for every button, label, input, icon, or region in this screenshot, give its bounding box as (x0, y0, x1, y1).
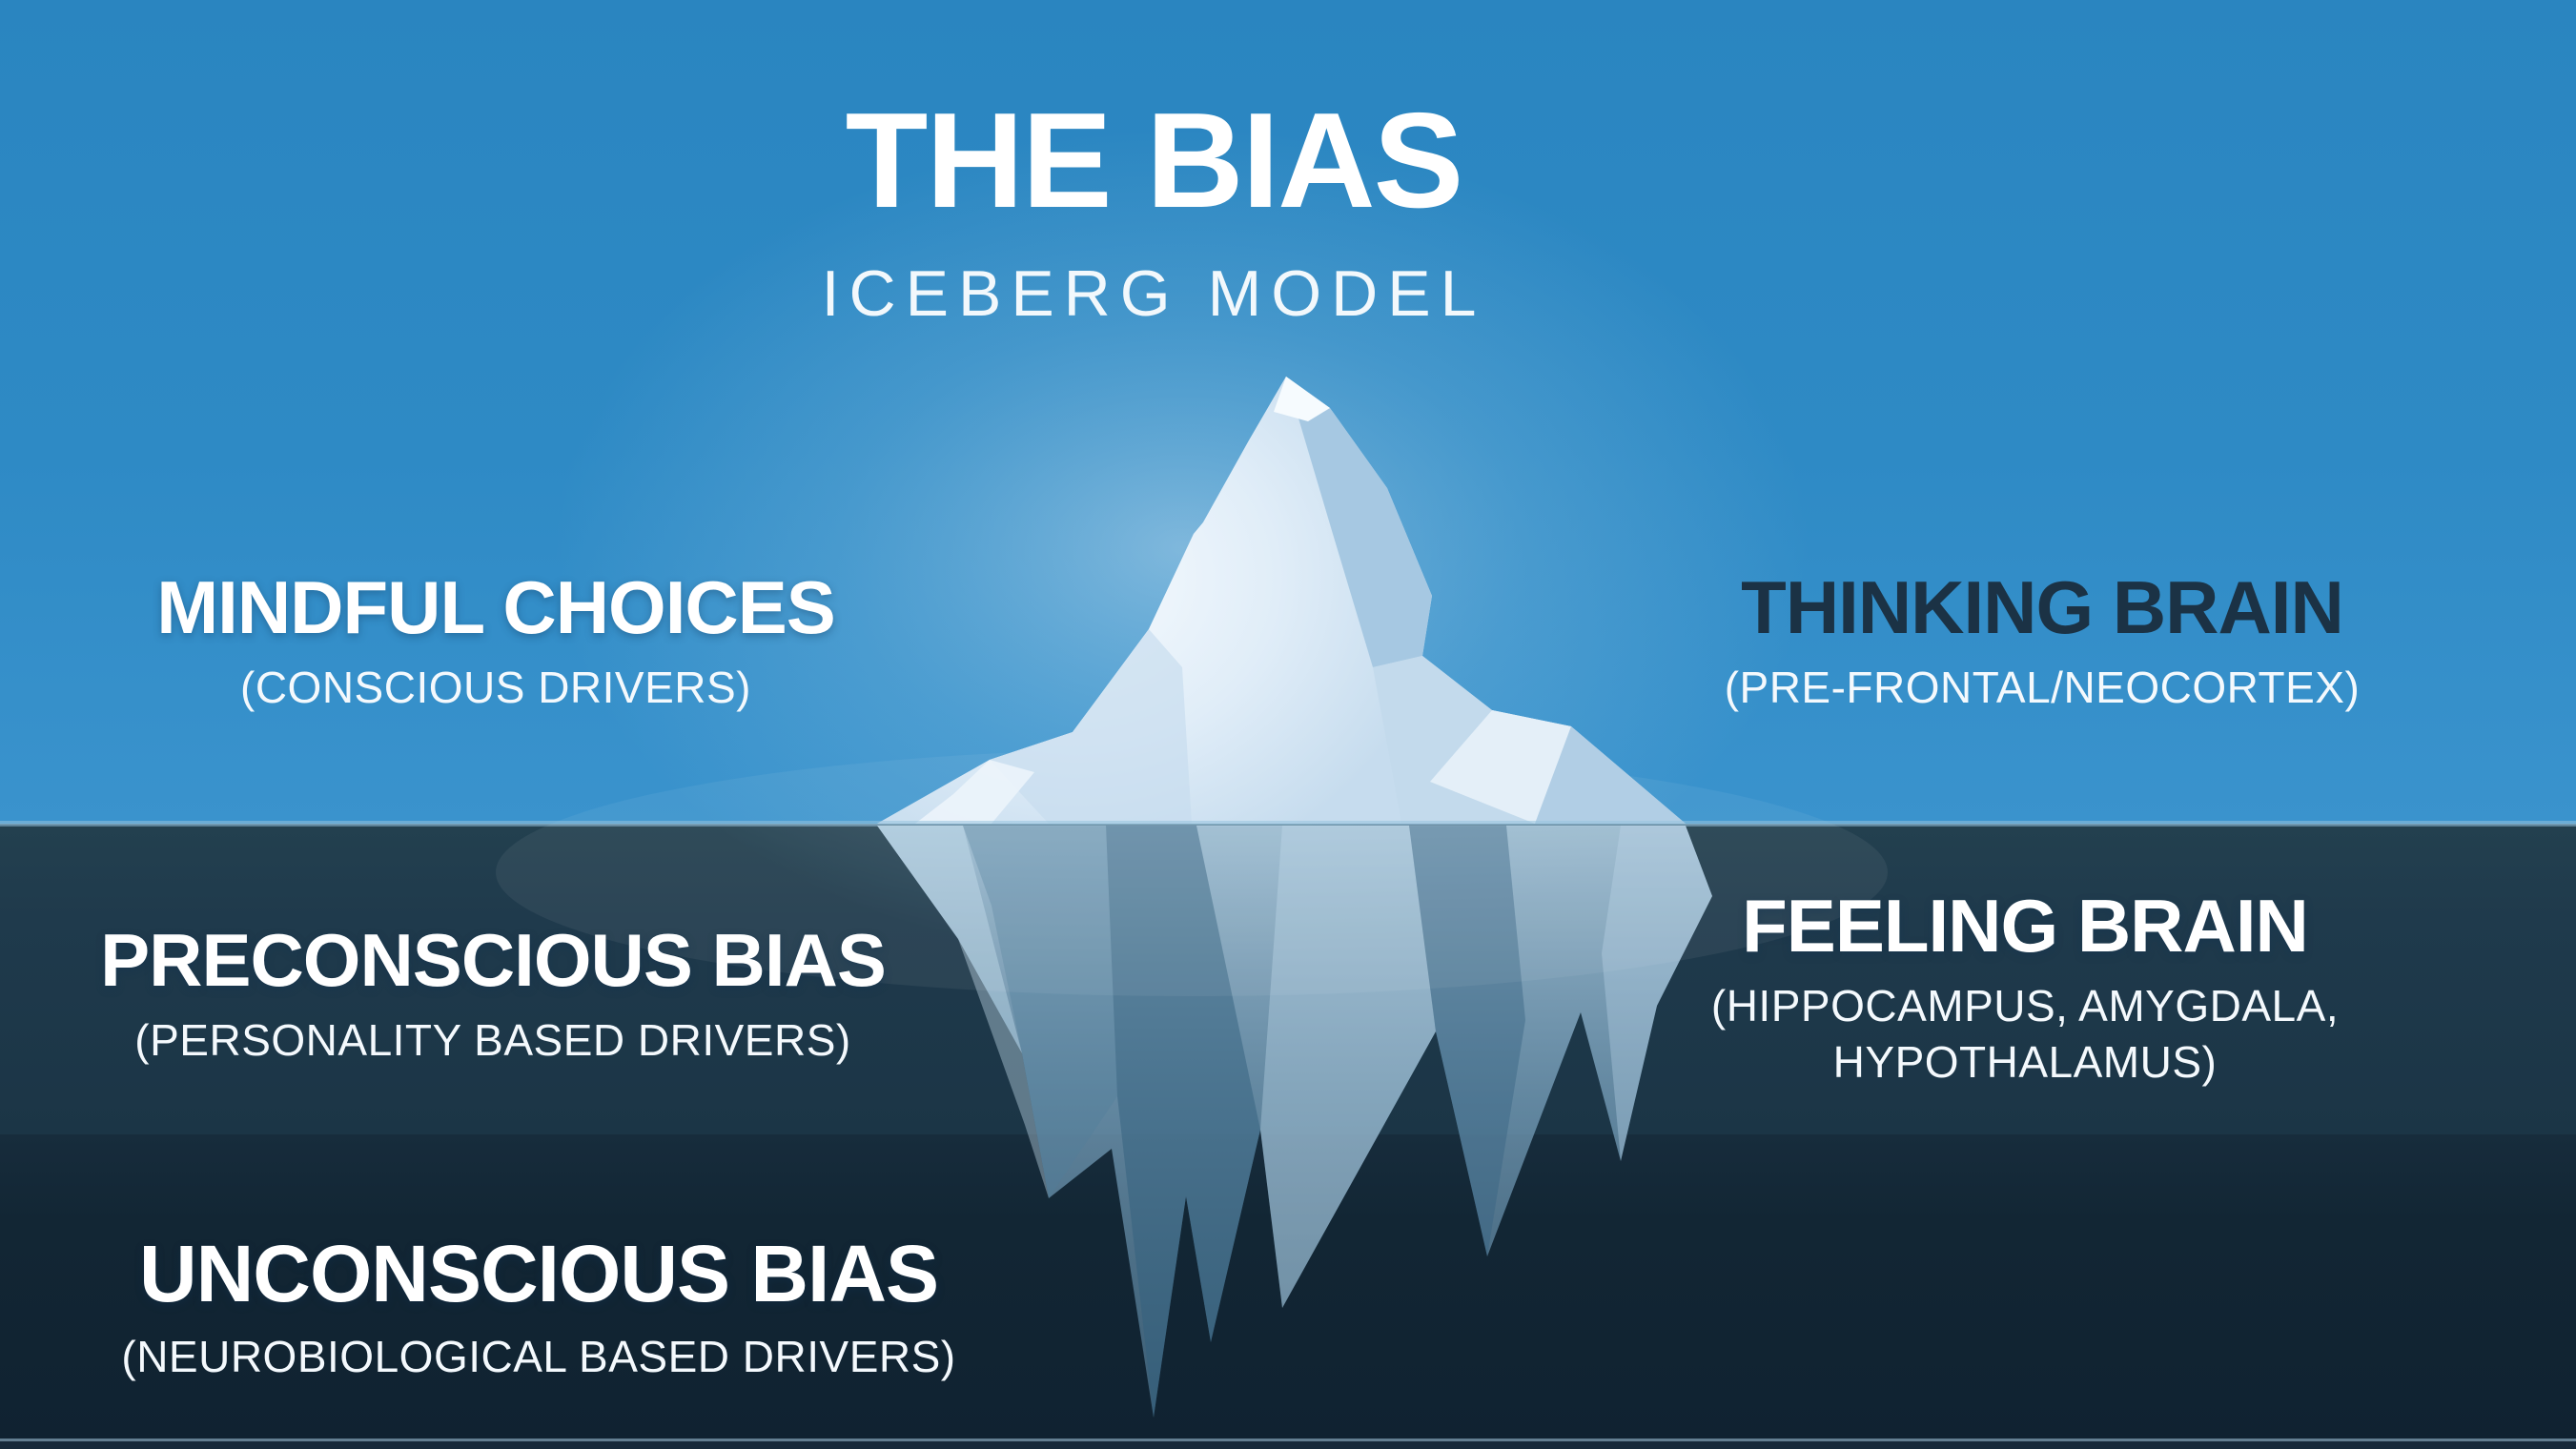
feeling-brain-heading: FEELING BRAIN (1742, 884, 2309, 968)
unconscious-bias-sub: (NEUROBIOLOGICAL BASED DRIVERS) (121, 1332, 956, 1381)
label-feeling-brain: FEELING BRAIN (HIPPOCAMPUS, AMYGDALA, HY… (1711, 888, 2339, 1091)
mindful-choices-heading: MINDFUL CHOICES (156, 565, 836, 649)
label-unconscious-bias: UNCONSCIOUS BIAS (NEUROBIOLOGICAL BASED … (121, 1234, 955, 1385)
feeling-brain-sub-line2: HYPOTHALAMUS) (1832, 1036, 2218, 1087)
page-title: THE BIAS (845, 85, 1464, 236)
label-thinking-brain: THINKING BRAIN (PRE-FRONTAL/NEOCORTEX) (1725, 570, 2361, 716)
label-preconscious-bias: PRECONSCIOUS BIAS (PERSONALITY BASED DRI… (100, 918, 887, 1069)
page-subtitle: ICEBERG MODEL (821, 257, 1486, 330)
thinking-brain-heading: THINKING BRAIN (1741, 565, 2344, 649)
preconscious-bias-heading: PRECONSCIOUS BIAS (100, 918, 887, 1002)
title-block: THE BIAS ICEBERG MODEL (821, 85, 1486, 330)
mindful-choices-sub: (CONSCIOUS DRIVERS) (240, 663, 751, 712)
unconscious-bias-heading: UNCONSCIOUS BIAS (138, 1229, 939, 1318)
thinking-brain-sub: (PRE-FRONTAL/NEOCORTEX) (1724, 663, 2361, 712)
bottom-edge-strip (0, 1439, 2576, 1449)
preconscious-bias-sub: (PERSONALITY BASED DRIVERS) (134, 1015, 851, 1065)
label-mindful-choices: MINDFUL CHOICES (CONSCIOUS DRIVERS) (156, 565, 836, 716)
feeling-brain-sub: (HIPPOCAMPUS, AMYGDALA, HYPOTHALAMUS) (1711, 978, 2339, 1091)
feeling-brain-sub-line1: (HIPPOCAMPUS, AMYGDALA, (1710, 981, 2340, 1031)
